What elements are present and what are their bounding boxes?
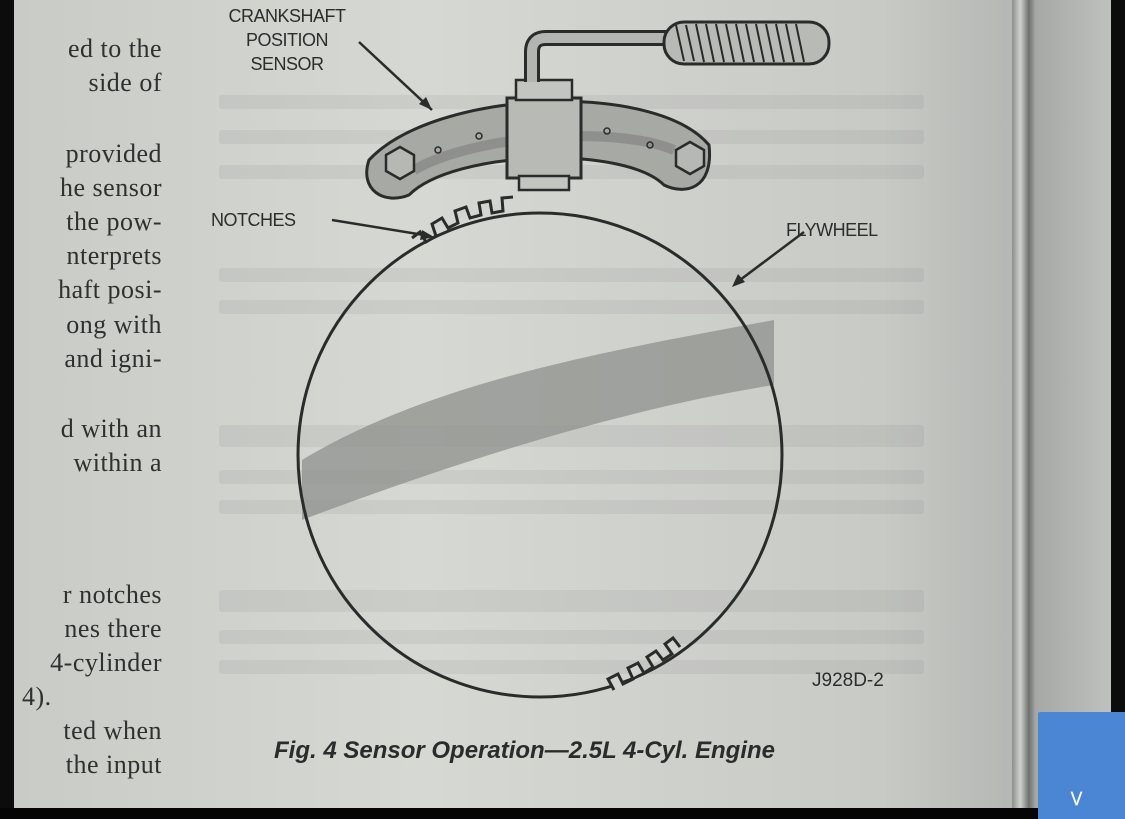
- text-line: ong with: [66, 310, 162, 339]
- sensor-tip: [517, 174, 571, 192]
- text-line: ted when: [63, 716, 162, 745]
- notches-leader-line: [331, 218, 431, 238]
- text-line: the pow-: [66, 207, 162, 236]
- sensor-label-line: POSITION: [245, 30, 329, 50]
- flywheel-leader-arrow: [732, 274, 745, 287]
- bracket-hole: [434, 146, 442, 154]
- text-line: nterprets: [66, 241, 162, 270]
- floating-action-button[interactable]: [1038, 712, 1125, 819]
- text-line: and igni-: [64, 344, 162, 373]
- bleed-through-line: [219, 630, 924, 644]
- text-line: ed to the: [67, 34, 162, 63]
- connector-ribs: [675, 23, 805, 63]
- sensor-leader-line: [358, 41, 433, 111]
- bleed-through-line: [219, 268, 924, 282]
- flywheel-shading: [302, 320, 774, 520]
- text-line: 4-cylinder: [50, 648, 162, 677]
- text-line: provided: [65, 139, 162, 168]
- figure-caption: Fig. 4 Sensor Operation—2.5L 4-Cyl. Engi…: [274, 737, 775, 764]
- flywheel-leader-line: [735, 231, 805, 284]
- sensor-wire-outline: [524, 30, 674, 82]
- sensor-label-line: SENSOR: [250, 54, 324, 74]
- text-line: within a: [73, 448, 162, 477]
- sensor-flywheel-diagram: [296, 20, 831, 699]
- book-gutter: [1012, 0, 1036, 808]
- sensor-leader-arrow: [419, 97, 432, 110]
- sensor-cap: [514, 78, 574, 102]
- hex-bolt-right: [674, 140, 706, 176]
- text-line: the input: [65, 750, 162, 779]
- sensor-label: CRANKSHAFT POSITION SENSOR: [217, 4, 357, 76]
- sensor-body: [505, 96, 583, 180]
- text-line: r notches: [62, 580, 162, 609]
- flywheel-notches-bottom: [605, 635, 682, 691]
- bleed-through-line: [219, 300, 924, 314]
- flywheel-outline: [296, 211, 784, 699]
- text-line: d with an: [60, 414, 162, 443]
- bottom-black-bar: [0, 808, 1125, 819]
- sensor-wire: [527, 33, 674, 82]
- figure-id: J928D-2: [812, 670, 884, 691]
- text-line: haft posi-: [58, 275, 162, 304]
- flywheel-label: FLYWHEEL: [786, 220, 878, 240]
- text-line: 4).: [22, 682, 52, 711]
- bleed-through-line: [219, 660, 924, 674]
- facing-page-edge: [1036, 0, 1111, 808]
- sensor-label-line: CRANKSHAFT: [228, 6, 346, 26]
- notches-label: NOTCHES: [211, 210, 296, 230]
- bracket-hole: [603, 127, 611, 135]
- bleed-through-line: [219, 500, 924, 514]
- bracket-hole: [475, 132, 483, 140]
- bleed-through-line: [219, 590, 924, 612]
- text-line: nes there: [64, 614, 162, 643]
- book-page: ed to the side of provided he sensor the…: [14, 0, 1034, 808]
- bracket-hole: [646, 141, 654, 149]
- text-line: he sensor: [60, 173, 162, 202]
- chevron-left-icon: <: [1064, 789, 1090, 808]
- flywheel-notches-top: [411, 195, 514, 245]
- notches-leader-arrow: [420, 230, 434, 240]
- text-line: side of: [88, 68, 162, 97]
- hex-bolt-left: [384, 145, 416, 181]
